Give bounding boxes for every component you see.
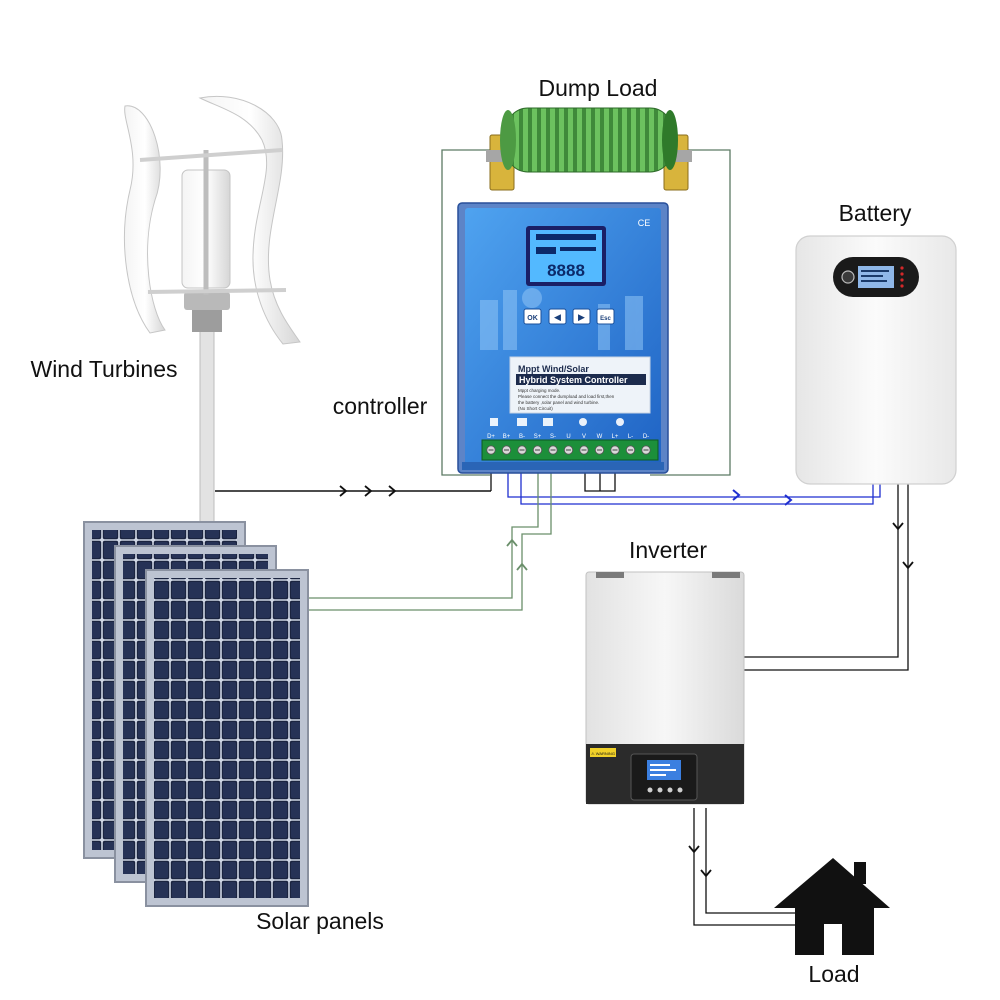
ok-button-label: OK [527,315,538,322]
inverter-button-4[interactable] [677,787,683,793]
right-arrow-icon: ▶ [578,312,585,322]
battery-inverter-wire-1 [744,484,899,658]
terminal-label-10: D- [643,434,649,440]
controller-notice-2: Please connect the dumpload and load fir… [518,394,615,399]
terminal-label-2: B- [519,434,525,440]
esc-button[interactable] [596,308,615,325]
load-label: Load [808,961,859,987]
turbine-blade-right [198,95,301,345]
solar-wire-neg [308,470,552,611]
battery-device [795,235,957,485]
controller-buttons: OK ◀ ▶ Esc [523,308,615,325]
terminal-screws [486,445,651,455]
terminal-labels: D+ B+ B- S+ S- U V W L+ L- D- [487,434,649,440]
wiring [215,149,914,926]
load-wire-2 [705,808,805,914]
left-arrow-icon: ◀ [554,312,561,322]
controller-device: 8888 OK ◀ ▶ Esc CE Mppt Wind/Solar Hybri… [457,202,669,474]
terminal-label-8: L+ [612,434,619,440]
terminal-label-0: D+ [487,434,495,440]
inverter-button-2[interactable] [657,787,663,793]
terminal-label-4: S- [550,434,556,440]
battery-inverter-wire-2 [744,484,909,671]
dump-load-label: Dump Load [539,75,658,101]
solar-panels-label: Solar panels [256,908,384,934]
terminal-label-5: U [566,434,570,440]
solar-panels [83,521,309,907]
battery-label: Battery [839,200,912,226]
wind-turbines-label: Wind Turbines [30,356,177,382]
battery-wire-arrow [732,489,741,501]
load-wire-1 [693,808,805,926]
turbine-blade-left [123,105,166,334]
dump-load-resistor [486,107,692,191]
inverter-label: Inverter [629,537,707,563]
right-button[interactable] [572,308,591,325]
wind-turbine [123,95,301,531]
ok-button[interactable] [523,308,542,325]
controller-notice-3: the battery ,solar panel and wind turbin… [518,400,599,405]
power-button-icon[interactable] [841,270,855,284]
inverter-button-3[interactable] [667,787,673,793]
controller-notice-4: (No Short Circuit) [518,406,553,411]
controller-label: controller [333,393,428,419]
battery-wire-pos [507,470,881,498]
controller-notice-1: Mppt charging mode. [518,388,560,393]
solar-wire-pos [308,470,539,599]
esc-button-label: Esc [600,316,611,322]
wind-wire-arrows [339,485,397,497]
ce-mark: CE [638,218,651,228]
dump-load-wire-left [441,149,490,476]
terminal-label-6: V [582,434,586,440]
left-button[interactable] [548,308,567,325]
controller-lcd-digits: 8888 [547,261,585,280]
controller-title-line2: Hybrid System Controller [519,375,628,385]
inverter-buttons [647,787,683,793]
inverter-button-1[interactable] [647,787,653,793]
house-icon [774,858,890,955]
terminal-label-7: W [597,434,603,440]
controller-title-line1: Mppt Wind/Solar [518,364,589,374]
dump-load-wire-right [650,149,731,476]
terminal-label-1: B+ [503,434,511,440]
inverter-warning-label: ⚠ WARNING [591,751,615,756]
battery-wire-neg [520,470,874,505]
terminal-label-9: L- [628,434,633,440]
inverter-device: ⚠ WARNING [585,571,745,805]
terminal-label-3: S+ [534,434,542,440]
